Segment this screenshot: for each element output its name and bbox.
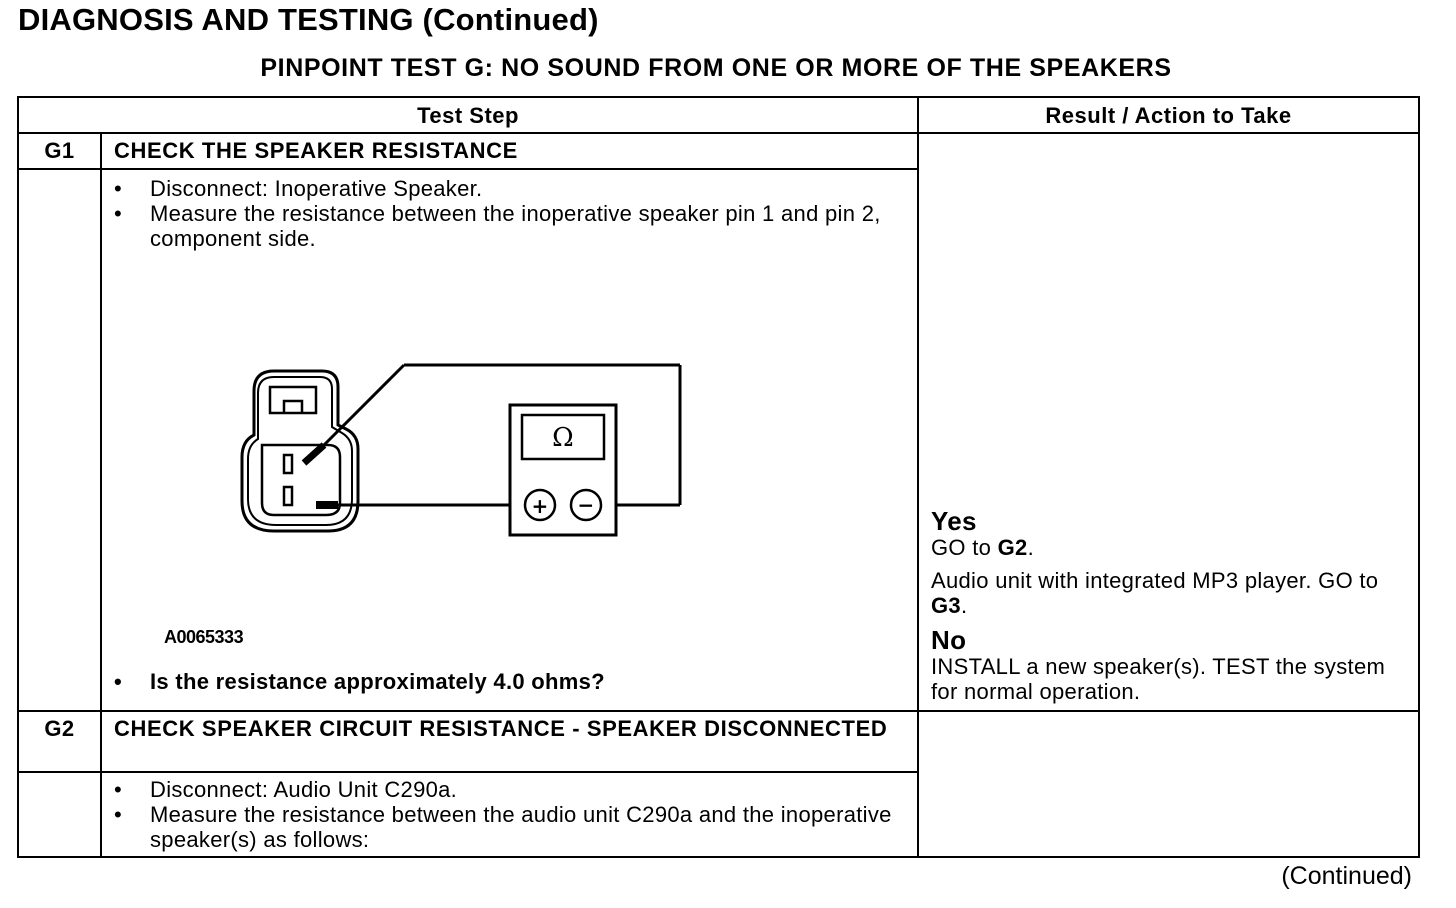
result-yes-alt-action: Audio unit with integrated MP3 player. G… [931, 568, 1408, 618]
step-g1-result: Yes GO to G2. Audio unit with integrated… [917, 132, 1421, 712]
result-yes-alt-suffix: . [960, 593, 968, 618]
page-heading: DIAGNOSIS AND TESTING (Continued) [18, 2, 599, 37]
column-header-test-step: Test Step [16, 96, 920, 134]
step-g2-body: Disconnect: Audio Unit C290a. Measure th… [99, 771, 920, 858]
step-g1-bullet-1: Disconnect: Inoperative Speaker. [114, 176, 907, 201]
speaker-connector-icon [240, 369, 360, 533]
step-g1-question: Is the resistance approximately 4.0 ohms… [114, 669, 907, 694]
meter-plus-terminal: + [531, 494, 548, 518]
result-yes-goto-prefix: GO to [931, 535, 998, 560]
table-header-row: Test Step Result / Action to Take [16, 96, 1421, 134]
continued-footer: (Continued) [1281, 862, 1412, 890]
result-yes-goto-suffix: . [1027, 535, 1034, 560]
result-yes-goto-target: G2 [997, 535, 1028, 560]
result-no-action: INSTALL a new speaker(s). TEST the syste… [931, 654, 1386, 704]
step-g2-result [917, 710, 1421, 858]
step-g2-bullet-1: Disconnect: Audio Unit C290a. [114, 777, 907, 802]
meter-minus-terminal: − [577, 493, 594, 517]
step-g2-body-row: Disconnect: Audio Unit C290a. Measure th… [17, 771, 1419, 858]
pinpoint-test-table: Test Step Result / Action to Take G1 CHE… [16, 96, 1421, 858]
step-g2-title: CHECK SPEAKER CIRCUIT RESISTANCE - SPEAK… [99, 710, 920, 773]
step-g1-body: Disconnect: Inoperative Speaker. Measure… [99, 168, 920, 712]
result-yes-alt-prefix: Audio unit with integrated MP3 player. G… [931, 568, 1379, 593]
result-yes-label: Yes [931, 506, 977, 536]
ohmmeter-connector-illustration: Ω + − [240, 363, 682, 537]
ohm-symbol: Ω [552, 423, 574, 453]
step-g2-id-spacer [17, 771, 102, 858]
step-g1-bullet-2: Measure the resistance between the inope… [114, 201, 907, 251]
step-g2-title-row: G2 CHECK SPEAKER CIRCUIT RESISTANCE - SP… [17, 710, 1421, 858]
step-g1-id-spacer [17, 168, 102, 712]
step-g1-id: G1 [17, 132, 102, 170]
step-g2-id: G2 [17, 710, 102, 773]
step-g1-title: CHECK THE SPEAKER RESISTANCE [99, 132, 920, 170]
step-g2-bullet-2: Measure the resistance between the audio… [114, 802, 907, 852]
ohmmeter-icon: Ω + − [508, 403, 618, 537]
pinpoint-test-title: PINPOINT TEST G: NO SOUND FROM ONE OR MO… [260, 54, 1172, 82]
step-g2-instructions: Disconnect: Audio Unit C290a. Measure th… [114, 777, 907, 852]
step-g1-body-row: Disconnect: Inoperative Speaker. Measure… [17, 168, 1419, 712]
result-yes-action: GO to G2. [931, 535, 1408, 560]
step-g1-title-row: G1 CHECK THE SPEAKER RESISTANCE Yes GO t… [17, 132, 1421, 712]
speaker-resistance-diagram: Ω + − A0065333 [114, 251, 907, 669]
figure-reference-id: A0065333 [164, 627, 244, 647]
result-yes-alt-target: G3 [931, 593, 961, 618]
step-g1-instructions: Disconnect: Inoperative Speaker. Measure… [114, 176, 907, 251]
result-no-label: No [931, 625, 967, 655]
step-g1-question-list: Is the resistance approximately 4.0 ohms… [114, 669, 907, 694]
column-header-result: Result / Action to Take [917, 96, 1421, 134]
test-leads-icon [301, 363, 682, 509]
